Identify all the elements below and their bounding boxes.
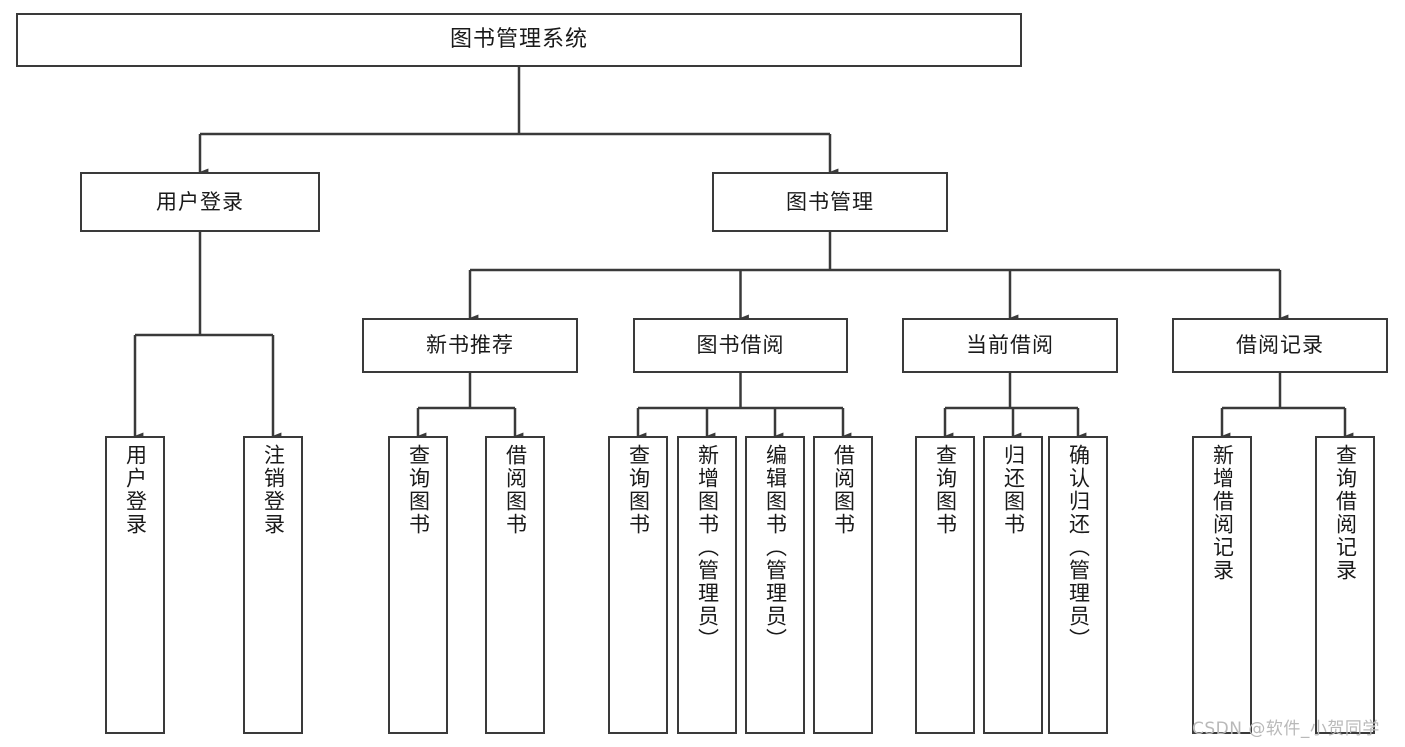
node-label: 注销登录 — [261, 444, 286, 536]
node-label: 图书借阅 — [696, 333, 785, 358]
node-leaf-query-book-2[interactable]: 查询图书 — [608, 436, 668, 734]
node-book-borrow[interactable]: 图书借阅 — [633, 318, 848, 373]
node-leaf-add-book[interactable]: 新增图书（管理员） — [677, 436, 737, 734]
node-label: 用户登录 — [123, 444, 148, 536]
node-leaf-edit-book[interactable]: 编辑图书（管理员） — [745, 436, 805, 734]
node-label: 借阅图书 — [831, 444, 856, 536]
node-leaf-query-record[interactable]: 查询借阅记录 — [1315, 436, 1375, 734]
node-label: 新增图书（管理员） — [695, 444, 720, 651]
node-label: 图书管理系统 — [449, 27, 588, 53]
node-leaf-borrow-book-1[interactable]: 借阅图书 — [485, 436, 545, 734]
node-leaf-query-book-1[interactable]: 查询图书 — [388, 436, 448, 734]
node-label: 用户登录 — [156, 189, 244, 214]
node-label: 借阅图书 — [503, 444, 528, 536]
node-label: 查询图书 — [933, 444, 958, 536]
node-leaf-add-record[interactable]: 新增借阅记录 — [1192, 436, 1252, 734]
node-label: 确认归还（管理员） — [1066, 444, 1091, 651]
node-leaf-return-book[interactable]: 归还图书 — [983, 436, 1043, 734]
node-label: 查询图书 — [626, 444, 651, 536]
node-label: 图书管理 — [786, 189, 874, 214]
node-label: 新增借阅记录 — [1210, 444, 1235, 582]
node-leaf-user-login[interactable]: 用户登录 — [105, 436, 165, 734]
node-label: 借阅记录 — [1236, 333, 1324, 358]
node-user-login[interactable]: 用户登录 — [80, 172, 320, 232]
node-leaf-query-book-3[interactable]: 查询图书 — [915, 436, 975, 734]
node-leaf-user-logout[interactable]: 注销登录 — [243, 436, 303, 734]
node-label: 新书推荐 — [426, 333, 514, 358]
node-borrow-record[interactable]: 借阅记录 — [1172, 318, 1388, 373]
node-label: 当前借阅 — [966, 333, 1054, 358]
watermark-text: CSDN @软件_小贺同学 — [1192, 719, 1380, 739]
node-leaf-confirm-return[interactable]: 确认归还（管理员） — [1048, 436, 1108, 734]
node-leaf-borrow-book-2[interactable]: 借阅图书 — [813, 436, 873, 734]
node-root[interactable]: 图书管理系统 — [16, 13, 1022, 67]
node-new-book-rec[interactable]: 新书推荐 — [362, 318, 578, 373]
node-label: 查询借阅记录 — [1333, 444, 1358, 582]
node-label: 编辑图书（管理员） — [763, 444, 788, 651]
node-label: 查询图书 — [406, 444, 431, 536]
node-current-borrow[interactable]: 当前借阅 — [902, 318, 1118, 373]
node-book-manage[interactable]: 图书管理 — [712, 172, 948, 232]
node-label: 归还图书 — [1001, 444, 1026, 536]
